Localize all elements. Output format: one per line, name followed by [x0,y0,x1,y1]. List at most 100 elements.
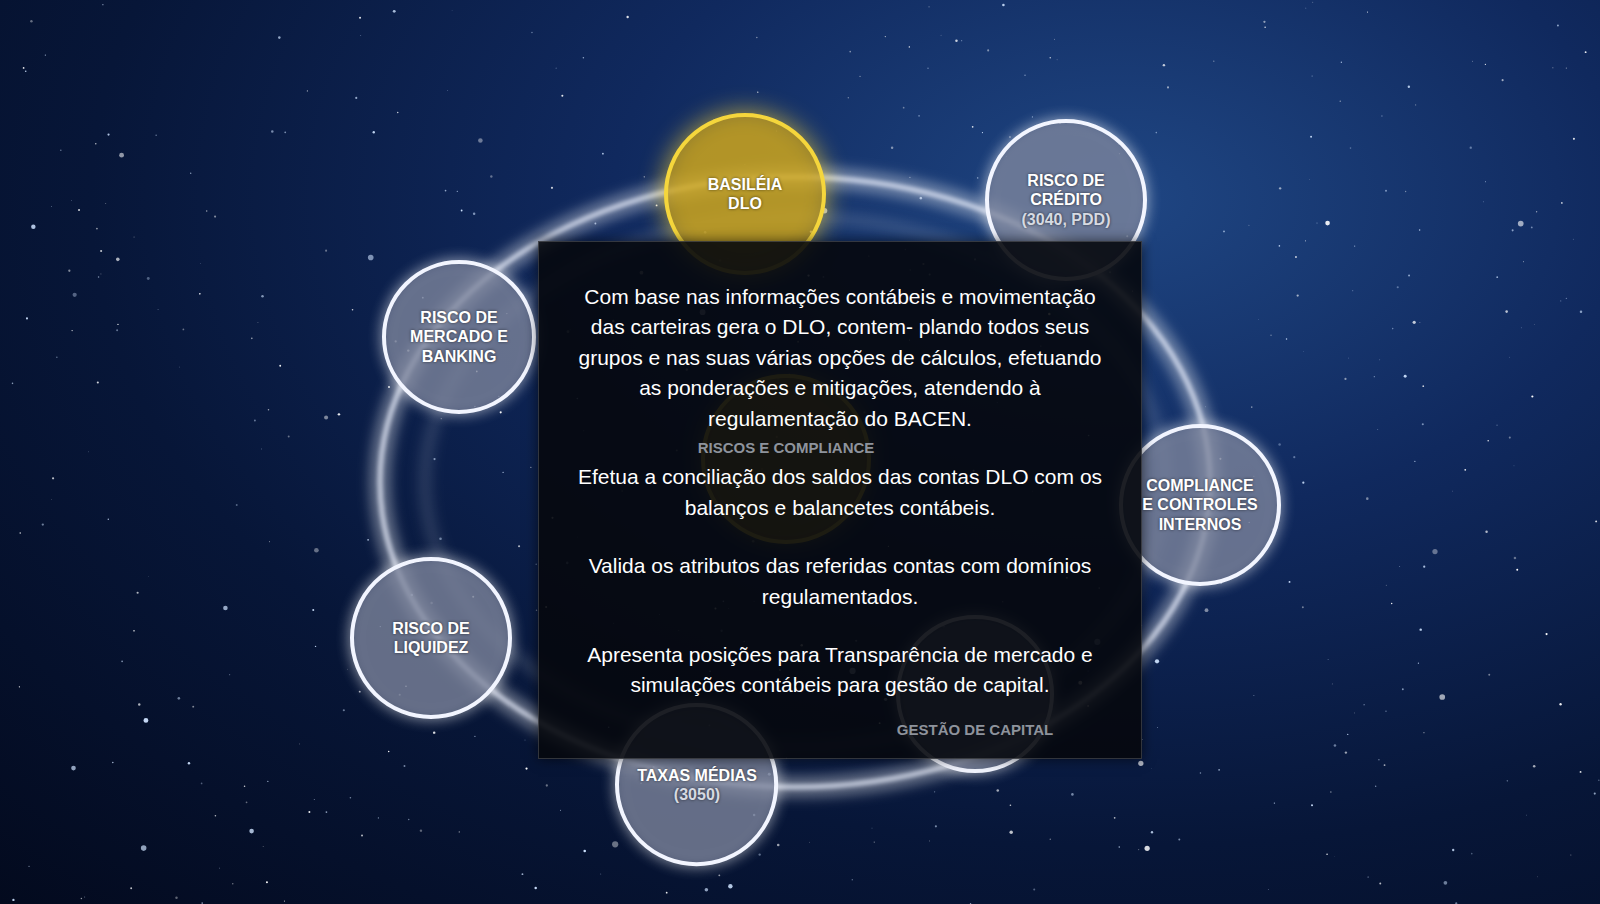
star [871,827,873,829]
circle-label: RISCO DE LIQUIDEZ [371,619,491,657]
star [1354,712,1356,714]
star [73,293,77,297]
star [312,609,314,611]
star [117,324,118,325]
star [244,786,246,788]
star [1533,765,1536,768]
star [199,293,201,295]
star [1050,839,1051,840]
star [30,20,32,22]
circle-label-group: BASILÉIA DLO [689,175,801,213]
star [261,448,263,450]
star [326,811,328,813]
panel-paragraph: Valida os atributos das referidas contas… [569,551,1111,612]
star [1213,61,1214,62]
star [144,718,149,723]
topic-circle-shape [1121,426,1279,584]
star [1537,876,1539,878]
star [859,76,860,77]
star [1531,226,1533,228]
star [1566,67,1567,68]
star [1496,425,1497,426]
star [583,57,585,59]
star [121,660,123,662]
star [1444,881,1448,885]
star [215,815,217,817]
star [116,258,120,262]
star [1507,780,1509,782]
star [955,39,958,42]
star [522,873,524,875]
star [1470,147,1472,149]
star [518,545,520,547]
star [1334,744,1337,747]
star [849,51,851,53]
star [246,801,248,803]
star [1464,469,1466,471]
star [388,751,389,752]
star [934,791,935,792]
star [368,255,374,261]
star [928,6,929,7]
star [1419,229,1420,230]
star [1009,830,1012,833]
star [350,797,352,799]
star [1145,846,1150,851]
star [219,867,221,869]
star [972,126,974,128]
star [478,138,483,143]
circle-label-group: RISCO DE MERCADO E BANKING [403,308,515,366]
star [1311,804,1313,806]
star [1405,191,1406,192]
star [757,92,758,93]
star [1352,290,1353,291]
circle-label: GESTÃO DE CAPITAL [897,721,1053,739]
star [98,276,100,278]
star [612,841,618,847]
star [116,329,118,331]
star [52,477,54,479]
star [71,766,76,771]
star [157,309,159,311]
star [338,413,340,415]
star [1151,831,1153,833]
star [84,896,86,898]
star [393,10,396,13]
star [100,250,102,252]
star [1594,793,1596,795]
star [100,273,102,275]
star [1218,769,1220,771]
star [284,901,285,902]
star [1364,704,1365,705]
star [192,706,194,708]
star [223,606,228,611]
star [977,177,978,178]
star [551,187,553,189]
star [268,541,270,543]
star [137,592,139,594]
star [1150,768,1152,770]
star [644,176,645,177]
star [885,36,886,37]
star [268,409,270,411]
star [997,789,1000,792]
star [1512,229,1514,231]
star [378,817,379,818]
star [229,674,230,675]
star [1032,116,1033,117]
star [1009,136,1010,137]
star [1385,711,1386,712]
star [96,228,98,230]
star [1557,25,1559,27]
star [535,564,537,566]
star [1340,101,1341,102]
star [1350,147,1352,149]
star [1488,674,1490,676]
star [718,874,720,876]
star [1310,136,1312,138]
star [81,898,83,900]
star [31,224,35,228]
star [87,451,89,453]
star [19,686,20,687]
